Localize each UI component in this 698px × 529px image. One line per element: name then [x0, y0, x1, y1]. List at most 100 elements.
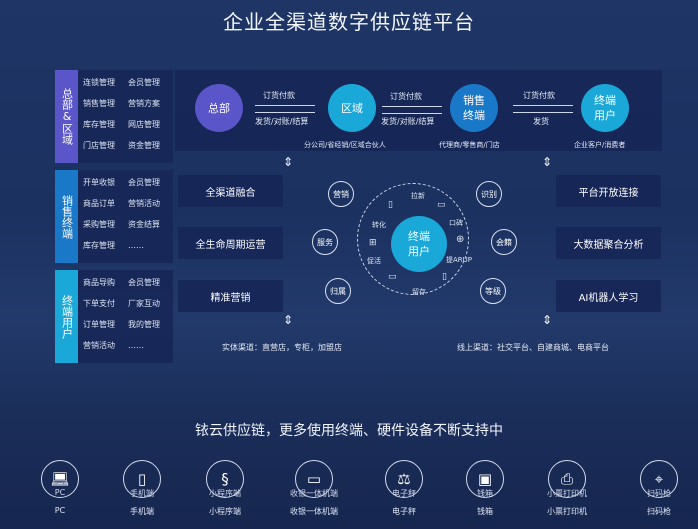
tag-service: 服务: [312, 229, 338, 255]
block-sales-terminal: 销售终端 开单收银 会员管理 商品订单 营销活动 采购管理 资金结算 库存管理 ……: [55, 170, 173, 263]
device-label: PC: [54, 506, 66, 515]
feature-item: 会员管理: [128, 278, 160, 287]
capability-box: 全渠道融合: [178, 175, 283, 207]
block-label: 销售终端: [55, 170, 78, 263]
tablet-icon: ▯: [388, 200, 393, 210]
device-printer: ⎙小票打印机小票打印机: [532, 460, 602, 517]
device-overlay-label: 小票打印机: [547, 489, 587, 498]
capability-box: 平台开放连接: [556, 175, 661, 207]
device-miniprogram: §小程序端小程序端: [190, 460, 260, 517]
feature-item: 采购管理: [83, 220, 115, 229]
inner-label: 口碑: [449, 219, 463, 227]
block-label: 终端用户: [55, 270, 78, 363]
inner-label: 提ARUP: [446, 256, 472, 264]
feature-item: ……: [128, 341, 144, 350]
node-hq: 总部: [195, 84, 243, 132]
laptop-icon: 💻︎: [41, 460, 79, 498]
scale-icon: ⚖: [385, 460, 423, 498]
device-label: 收银一体机端: [290, 507, 338, 516]
scanner-icon: ⌖: [640, 460, 678, 498]
dashed-orbit: [357, 183, 469, 295]
tag-level: 等级: [480, 278, 506, 304]
online-channels: 线上渠道：社交平台、自建商城、电商平台: [457, 343, 609, 352]
device-scale: ⚖电子秤电子秤: [369, 460, 439, 517]
link-top-label: 订货付款: [263, 91, 295, 100]
feature-item: 下单支付: [83, 299, 115, 308]
bidirectional-arrow: [382, 106, 442, 114]
cashbox-icon: ▣: [466, 460, 504, 498]
updown-arrow-icon: ⇕: [283, 155, 294, 169]
link-bottom-label: 发货: [533, 117, 549, 126]
capability-box: 全生命周期运营: [178, 227, 283, 259]
capability-box: AI机器人学习: [556, 280, 661, 312]
feature-item: 会员管理: [128, 178, 160, 187]
updown-arrow-icon: ⇕: [542, 155, 553, 169]
slogan: 铱云供应链，更多使用终端、硬件设备不断支持中: [195, 423, 503, 439]
feature-item: 营销方案: [128, 99, 160, 108]
block-end-user: 终端用户 商品导购会员管理 下单支付厂家互动 订单管理我的管理 营销活动……: [55, 270, 173, 363]
device-label: 电子秤: [392, 507, 416, 516]
node-sales-terminal: 销售终端: [450, 84, 498, 132]
inner-label: 拉新: [411, 192, 425, 200]
feature-item: 订单管理: [83, 320, 115, 329]
device-cashbox: ▣钱箱钱箱: [450, 460, 520, 517]
tag-identify: 识别: [476, 181, 502, 207]
device-overlay-label: 收银一体机端: [290, 489, 338, 498]
device-label: 小程序端: [209, 507, 241, 516]
miniprogram-icon: §: [206, 460, 244, 498]
laptop-icon: ▭: [388, 272, 397, 282]
feature-item: 商品订单: [83, 199, 115, 208]
block-hq-region: 总部&区域 连锁管理会员管理 销售管理营销方案 库存管理网店管理 门店管理资金管…: [55, 70, 173, 163]
device-overlay-label: 小程序端: [209, 489, 241, 498]
monitor-icon: ▭: [437, 200, 446, 210]
feature-item: 连锁管理: [83, 78, 115, 87]
feature-item: 门店管理: [83, 141, 115, 150]
feature-item: 会员管理: [128, 78, 160, 87]
feature-item: 资金结算: [128, 220, 160, 229]
node-sub-label: 企业客户/消费者: [574, 141, 626, 149]
feature-item: 销售管理: [83, 99, 115, 108]
block-label: 总部&区域: [55, 70, 78, 163]
device-phone: ▯手机端手机端: [107, 460, 177, 517]
flow-panel: 总部 区域 销售终端 终端用户 订货付款 发货/对账/结算 订货付款 发货/对账…: [175, 70, 662, 151]
tag-membership: 会籍: [491, 229, 517, 255]
monitor-icon: ▭: [295, 460, 333, 498]
feature-item: 库存管理: [83, 241, 115, 250]
node-sub-label: 分公司/省经销/区域合伙人: [304, 141, 386, 149]
updown-arrow-icon: ⇕: [283, 313, 294, 327]
feature-item: 开单收银: [83, 178, 115, 187]
feature-item: 我的管理: [128, 320, 160, 329]
capability-box: 精准营销: [178, 280, 283, 312]
user-add-icon: ⊕: [456, 234, 465, 245]
page-title: 企业全渠道数字供应链平台: [223, 10, 475, 34]
link-bottom-label: 发货/对账/结算: [255, 117, 309, 126]
offline-channels: 实体渠道：直营店，专柜，加盟店: [222, 343, 342, 352]
device-pos: ▭收银一体机端收银一体机端: [279, 460, 349, 517]
inner-label: 留存: [412, 288, 426, 296]
feature-item: 商品导购: [83, 278, 115, 287]
bidirectional-arrow: [255, 105, 315, 113]
node-end-user: 终端用户: [581, 84, 629, 132]
device-label: 手机端: [130, 507, 154, 516]
device-overlay-label: 手机端: [130, 489, 154, 498]
tag-belonging: 归属: [325, 278, 351, 304]
link-top-label: 订货付款: [390, 92, 422, 101]
printer-icon: ⎙: [548, 460, 586, 498]
device-overlay-label: 扫码枪: [647, 489, 671, 498]
device-label: 小票打印机: [547, 507, 587, 516]
inner-label: 促活: [367, 257, 381, 265]
capability-box: 大数据聚合分析: [556, 227, 661, 259]
bidirectional-arrow: [513, 105, 573, 113]
feature-item: 网店管理: [128, 120, 160, 129]
device-overlay-label: 钱箱: [477, 489, 493, 498]
center-end-user: 终端用户: [391, 216, 447, 272]
phone-icon: ▯: [123, 460, 161, 498]
feature-item: ……: [128, 241, 144, 250]
apps-icon: ⊞: [369, 238, 377, 248]
device-label: 扫码枪: [647, 507, 671, 516]
feature-item: 营销活动: [128, 199, 160, 208]
feature-item: 厂家互动: [128, 299, 160, 308]
device-label: 钱箱: [477, 507, 493, 516]
device-overlay-label: PC: [54, 488, 66, 497]
